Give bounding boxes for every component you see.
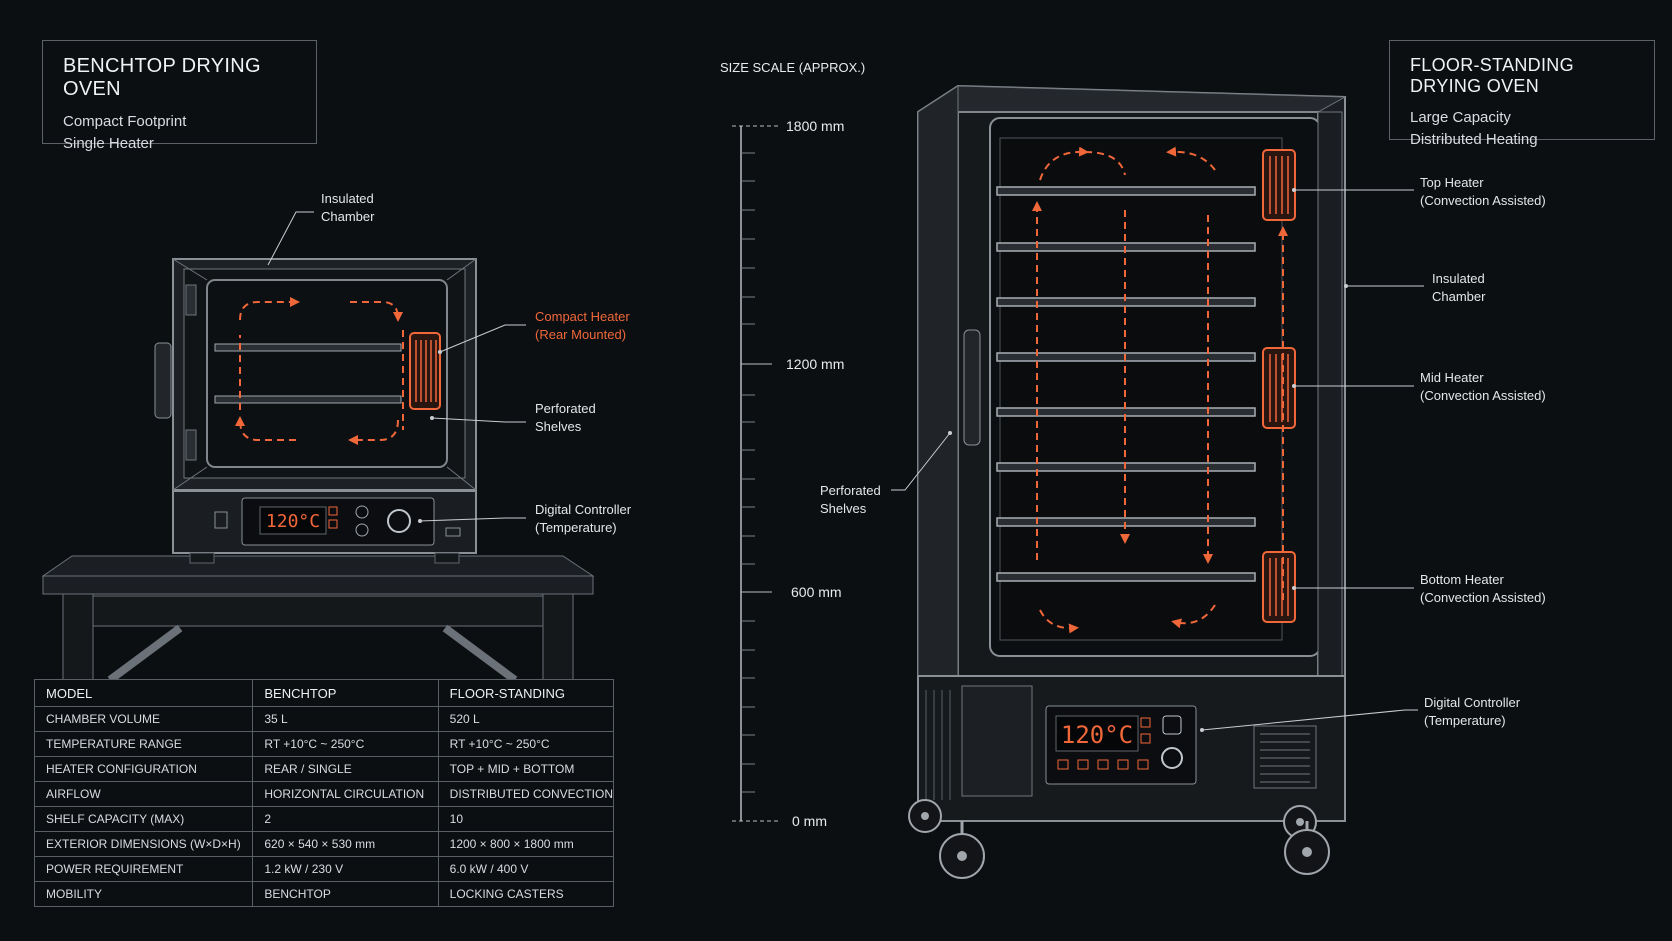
floor-subtitle-1: Large Capacity	[1410, 109, 1511, 126]
floor-shelves-label: Perforated Shelves	[820, 482, 881, 518]
floor-knob-icon	[1161, 747, 1183, 769]
table-cell: RT +10°C ~ 250°C	[437, 731, 615, 757]
table-cell: HEATER CONFIGURATION	[33, 756, 254, 782]
floor-controller-label: Digital Controller (Temperature)	[1424, 694, 1520, 730]
table-cell: AIRFLOW	[33, 781, 254, 807]
bench-heater-label-line2: (Rear Mounted)	[535, 327, 627, 342]
bench-knob-icon	[387, 509, 411, 533]
table-cell: TEMPERATURE RANGE	[33, 731, 254, 757]
table-cell: REAR / SINGLE	[252, 756, 439, 782]
spec-comparison-table: MODEL BENCHTOP FLOOR-STANDING CHAMBER VO…	[33, 679, 615, 907]
benchtop-subtitle-1: Compact Footprint	[63, 113, 187, 130]
table-header-cell: MODEL	[33, 679, 254, 707]
scale-mark-0: 0 mm	[792, 813, 827, 829]
floor-top-heater-label-line2: (Convection Assisted)	[1420, 193, 1546, 208]
table-cell: CHAMBER VOLUME	[33, 706, 254, 732]
floor-chamber-label-line2: Chamber	[1432, 289, 1486, 304]
table-row: CHAMBER VOLUME 35 L 520 L	[33, 706, 615, 732]
floor-mid-heater-label-line1: Mid Heater	[1420, 370, 1484, 385]
table-row: TEMPERATURE RANGE RT +10°C ~ 250°C RT +1…	[33, 731, 615, 757]
table-row: SHELF CAPACITY (MAX) 2 10	[33, 806, 615, 832]
table-cell: 1200 × 800 × 1800 mm	[437, 831, 615, 857]
table-header-cell: FLOOR-STANDING	[437, 679, 615, 707]
table-cell: 2	[252, 806, 439, 832]
table-cell: 620 × 540 × 530 mm	[252, 831, 439, 857]
scale-title: SIZE SCALE (APPROX.)	[720, 60, 866, 75]
table-row: EXTERIOR DIMENSIONS (W×D×H) 620 × 540 × …	[33, 831, 615, 857]
floor-controller-label-line2: (Temperature)	[1424, 713, 1506, 728]
table-cell: EXTERIOR DIMENSIONS (W×D×H)	[33, 831, 254, 857]
benchtop-title: BENCHTOP DRYING OVEN	[63, 55, 261, 100]
table-header-cell: BENCHTOP	[252, 679, 439, 707]
bench-table	[41, 555, 595, 684]
bench-chamber-label-line1: Insulated	[321, 191, 374, 206]
floor-mid-heater-label-line2: (Convection Assisted)	[1420, 388, 1546, 403]
table-cell: BENCHTOP	[252, 881, 439, 907]
bench-heater-icon	[409, 332, 441, 410]
bench-display-readout: 120°C	[266, 511, 320, 532]
table-cell: DISTRIBUTED CONVECTION	[437, 781, 615, 807]
floor-title: FLOOR-STANDING DRYING OVEN	[1410, 55, 1574, 96]
table-cell: 1.2 kW / 230 V	[252, 856, 439, 882]
bench-controller-label: Digital Controller (Temperature)	[535, 501, 631, 537]
table-cell: POWER REQUIREMENT	[33, 856, 254, 882]
benchtop-title-box: BENCHTOP DRYING OVEN Compact Footprint S…	[42, 40, 317, 152]
table-cell: 10	[437, 806, 615, 832]
floor-chamber-label-line1: Insulated	[1432, 271, 1485, 286]
floor-bottom-heater-label-line1: Bottom Heater	[1420, 572, 1504, 587]
floor-mid-heater-label: Mid Heater (Convection Assisted)	[1420, 369, 1546, 405]
table-cell: SHELF CAPACITY (MAX)	[33, 806, 254, 832]
floor-display-readout: 120°C	[1061, 721, 1133, 749]
table-cell: 35 L	[252, 706, 439, 732]
bench-callout-lines	[267, 211, 526, 522]
table-row: MOBILITY BENCHTOP LOCKING CASTERS	[33, 881, 615, 907]
floor-bottom-heater-label-line2: (Convection Assisted)	[1420, 590, 1546, 605]
bench-shelves-label-line2: Shelves	[535, 419, 582, 434]
scale-mark-1200: 1200 mm	[786, 356, 845, 372]
table-cell: TOP + MID + BOTTOM	[437, 756, 615, 782]
table-row: AIRFLOW HORIZONTAL CIRCULATION DISTRIBUT…	[33, 781, 615, 807]
bench-shelves-label: Perforated Shelves	[535, 400, 596, 436]
floor-standing-oven: 120°C	[908, 84, 1347, 879]
floor-top-heater-label: Top Heater (Convection Assisted)	[1420, 174, 1546, 210]
floor-callout-lines	[891, 189, 1424, 731]
bench-heater-label-line1: Compact Heater	[535, 309, 630, 324]
table-cell: RT +10°C ~ 250°C	[252, 731, 439, 757]
benchtop-subtitle-2: Single Heater	[63, 135, 154, 152]
benchtop-oven: 120°C	[154, 258, 477, 564]
floor-title-box: FLOOR-STANDING DRYING OVEN Large Capacit…	[1389, 40, 1655, 148]
table-header-row: MODEL BENCHTOP FLOOR-STANDING	[33, 679, 615, 707]
table-cell: MOBILITY	[33, 881, 254, 907]
size-scale-ruler	[732, 125, 780, 822]
floor-bottom-heater-label: Bottom Heater (Convection Assisted)	[1420, 571, 1546, 607]
floor-shelves-label-line2: Shelves	[820, 501, 867, 516]
table-row: HEATER CONFIGURATION REAR / SINGLE TOP +…	[33, 756, 615, 782]
bench-chamber-label: Insulated Chamber	[321, 190, 374, 226]
floor-shelves-label-line1: Perforated	[820, 483, 881, 498]
bench-shelves-label-line1: Perforated	[535, 401, 596, 416]
bench-chamber-label-line2: Chamber	[321, 209, 375, 224]
bench-heater-label: Compact Heater (Rear Mounted)	[535, 308, 630, 344]
floor-controller-label-line1: Digital Controller	[1424, 695, 1521, 710]
scale-mark-600: 600 mm	[791, 584, 842, 600]
bench-controller-label-line1: Digital Controller	[535, 502, 632, 517]
table-cell: LOCKING CASTERS	[437, 881, 615, 907]
floor-subtitle-2: Distributed Heating	[1410, 131, 1538, 148]
table-cell: 6.0 kW / 400 V	[437, 856, 615, 882]
floor-chamber-label: Insulated Chamber	[1432, 270, 1485, 306]
table-cell: 520 L	[437, 706, 615, 732]
scale-mark-1800: 1800 mm	[786, 118, 845, 134]
table-row: POWER REQUIREMENT 1.2 kW / 230 V 6.0 kW …	[33, 856, 615, 882]
floor-top-heater-label-line1: Top Heater	[1420, 175, 1484, 190]
bench-controller-label-line2: (Temperature)	[535, 520, 617, 535]
floor-heater-icons	[1262, 149, 1296, 623]
table-cell: HORIZONTAL CIRCULATION	[252, 781, 439, 807]
